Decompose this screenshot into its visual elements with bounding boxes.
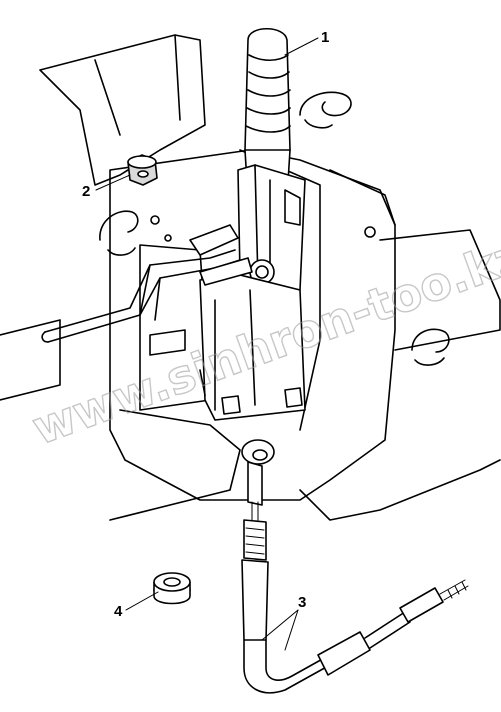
wire-clip-left — [99, 210, 139, 256]
leader-3a — [261, 609, 299, 641]
leader-lines — [95, 37, 319, 651]
callout-4: 4 — [114, 603, 123, 620]
nut-part-2 — [127, 154, 158, 186]
brake-cable — [241, 519, 469, 694]
callout-1: 1 — [321, 29, 329, 46]
callout-3: 3 — [298, 594, 306, 611]
mount-plate — [199, 274, 306, 421]
leader-2 — [95, 174, 131, 191]
housing-frame — [0, 34, 501, 521]
release-wire — [41, 224, 253, 343]
handbrake-lever — [237, 28, 306, 291]
leader-1 — [284, 37, 319, 56]
wire-clip-right — [411, 328, 450, 366]
callout-2: 2 — [82, 183, 90, 200]
leader-3b — [284, 609, 299, 651]
wire-clip-upper-right — [299, 91, 352, 129]
leader-4 — [125, 591, 159, 611]
cable-eye-end — [241, 439, 275, 521]
grommet-part-4 — [153, 572, 191, 605]
